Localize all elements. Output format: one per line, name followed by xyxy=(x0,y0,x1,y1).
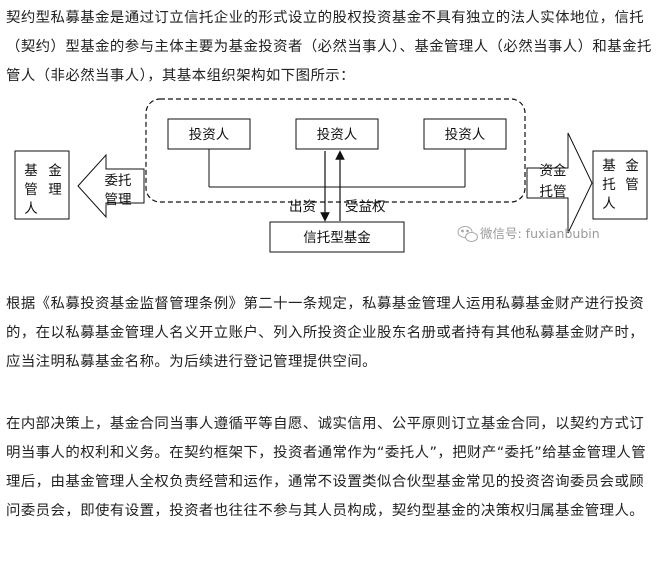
fund-custodian-char-4: 管 xyxy=(625,177,639,193)
regulation-paragraph: 根据《私募投资基金监督管理条例》第二十一条规定，私募基金管理人运用私募基金财产进… xyxy=(6,296,645,370)
watermark-text: 微信号: fuxianbubin xyxy=(480,226,600,241)
trust-fund-box xyxy=(269,221,405,253)
beneficial-right-label: 受益权 xyxy=(345,198,386,215)
custody-label-1: 资金 xyxy=(540,163,568,179)
investor-label-3: 投资人 xyxy=(445,127,486,143)
fund-manager-box xyxy=(14,150,70,220)
fund-manager-char-3: 管 xyxy=(24,182,38,198)
fund-structure-diagram: 投资人 投资人 投资人 出资 受益权 信托型基金 基 金 管 理 人 委托 管理… xyxy=(14,98,648,253)
fund-manager-char-1: 基 xyxy=(24,162,38,179)
entrust-label-2: 管理 xyxy=(105,192,132,208)
fund-custodian-char-5: 人 xyxy=(602,196,616,212)
intro-paragraph: 契约型私募基金是通过订立信托企业的形式设立的股权投资基金不具有独立的法人实体地位… xyxy=(6,10,652,84)
investor-label-1: 投资人 xyxy=(189,127,230,143)
investor-label-2: 投资人 xyxy=(317,127,358,143)
custody-label-2: 托管 xyxy=(540,184,567,200)
fund-custodian-box xyxy=(592,150,648,220)
fund-custodian-char-2: 金 xyxy=(625,158,639,174)
fund-manager-char-5: 人 xyxy=(24,201,38,217)
entrust-label-1: 委托 xyxy=(105,173,132,189)
investor-box-1 xyxy=(167,118,251,150)
wechat-icon xyxy=(457,226,478,242)
fund-custodian-char-3: 托 xyxy=(602,177,616,193)
fund-manager-char-2: 金 xyxy=(48,163,62,179)
fund-custodian-char-1: 基 xyxy=(602,157,616,174)
fund-custody-arrow xyxy=(526,132,593,234)
entrust-management-arrow xyxy=(77,153,145,219)
trust-fund-label: 信托型基金 xyxy=(303,229,371,246)
investor-box-2 xyxy=(295,118,379,150)
contribution-label: 出资 xyxy=(289,199,316,215)
investor-group-frame xyxy=(145,98,526,203)
decision-paragraph: 在内部决策上，基金合同当事人遵循平等自愿、诚实信用、公平原则订立基金合同，以契约… xyxy=(6,416,647,519)
fund-manager-char-4: 理 xyxy=(48,182,62,198)
